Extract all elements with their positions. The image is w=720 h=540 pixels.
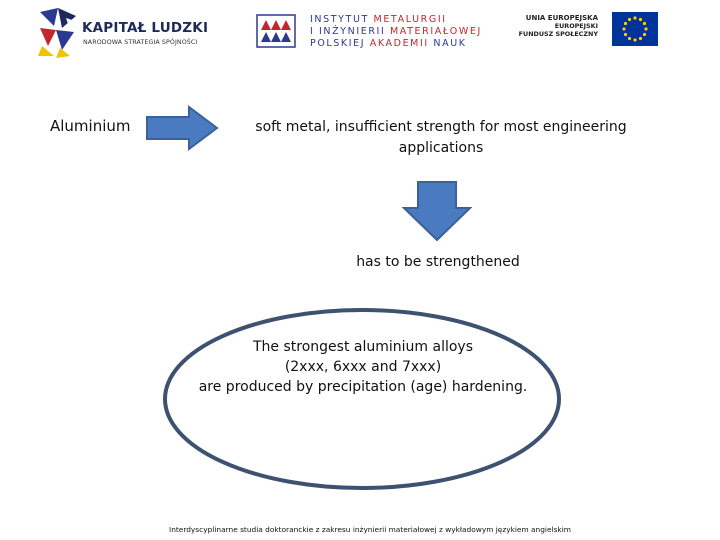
imim-emblem-icon — [256, 14, 296, 48]
property-text: soft metal, insufficient strength for mo… — [240, 117, 642, 159]
eu-line-2: EUROPEJSKI — [554, 22, 598, 31]
imim-line-2: I INŻYNIERII MATERIAŁOWEJ — [310, 26, 482, 37]
requirement-text: has to be strengthened — [356, 254, 520, 270]
conclusion-ellipse — [163, 308, 561, 490]
imim-pan-logo: INSTYTUT METALURGII I INŻYNIERII MATERIA… — [256, 12, 480, 50]
kapital-ludzki-title: KAPITAŁ LUDZKI — [82, 20, 209, 36]
conclusion-line-2: (2xxx, 6xxx and 7xxx) — [284, 359, 442, 375]
eu-efs-logo: UNIA EUROPEJSKA EUROPEJSKI FUNDUSZ SPOŁE… — [508, 8, 660, 52]
conclusion-line-1: The strongest aluminium alloys — [253, 339, 473, 355]
imim-line-1: INSTYTUT METALURGII — [310, 14, 447, 25]
imim-line-3-a: POLSKIEJ — [310, 38, 366, 49]
right-arrow-icon — [146, 105, 219, 151]
eu-text: UNIA EUROPEJSKA EUROPEJSKI FUNDUSZ SPOŁE… — [514, 14, 598, 39]
property-bold: soft metal, — [255, 119, 331, 135]
property-rest: insufficient strength for most engineeri… — [330, 119, 627, 156]
imim-line-3-b: AKADEMII — [369, 38, 429, 49]
eu-line-1: UNIA EUROPEJSKA — [525, 14, 598, 22]
imim-line-3-c: NAUK — [433, 38, 467, 49]
conclusion-line-3: are produced by precipitation (age) hard… — [198, 379, 528, 395]
aluminium-label: Aluminium — [50, 117, 131, 135]
footer-text: Interdyscyplinarne studia doktoranckie z… — [169, 525, 571, 534]
imim-line-2-b: MATERIAŁOWEJ — [389, 26, 482, 37]
kapital-ludzki-subtitle: NARODOWA STRATEGIA SPÓJNOŚCI — [83, 39, 198, 46]
imim-line-1-a: INSTYTUT — [310, 14, 369, 25]
kapital-ludzki-logo: KAPITAŁ LUDZKI NARODOWA STRATEGIA SPÓJNO… — [36, 6, 208, 60]
conclusion-text: The strongest aluminium alloys (2xxx, 6x… — [168, 337, 558, 397]
imim-line-1-b: METALURGII — [373, 14, 447, 25]
eu-flag-icon — [612, 12, 658, 46]
down-arrow-icon — [402, 181, 472, 242]
eu-line-3: FUNDUSZ SPOŁECZNY — [518, 30, 598, 39]
imim-line-2-a: I INŻYNIERII — [310, 26, 386, 37]
imim-line-3: POLSKIEJ AKADEMII NAUK — [310, 38, 467, 49]
kapital-ludzki-emblem-icon — [38, 8, 76, 58]
